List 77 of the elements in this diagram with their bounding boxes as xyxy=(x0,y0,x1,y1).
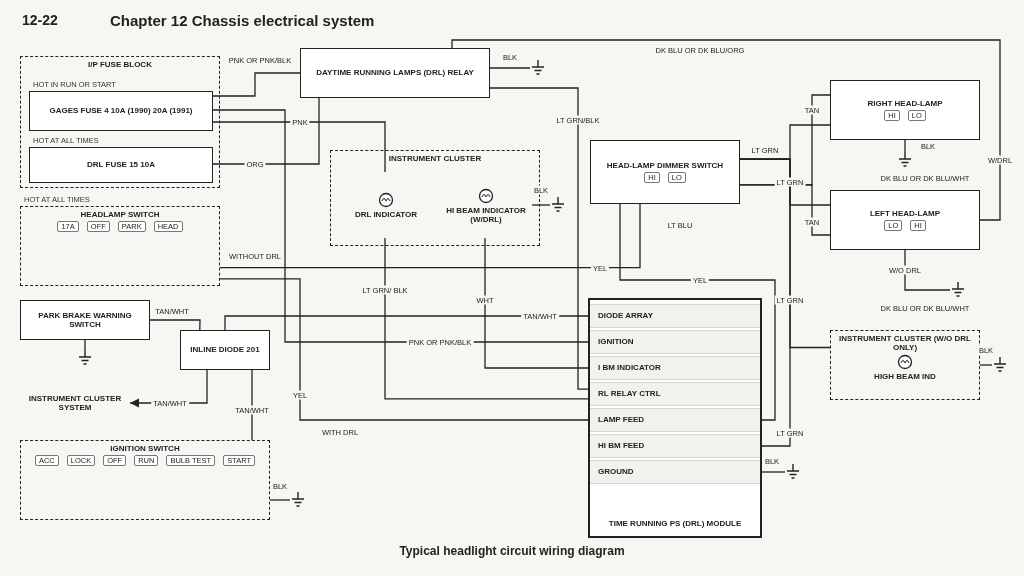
terminal-row xyxy=(590,356,760,380)
fuse xyxy=(29,91,213,131)
relay-box xyxy=(300,48,490,98)
wire xyxy=(149,319,201,331)
component-label: IGNITION SWITCH xyxy=(110,444,180,454)
wire xyxy=(451,39,1001,221)
wire xyxy=(224,315,591,331)
headlamp-box xyxy=(830,80,980,140)
component-label: RIGHT HEAD-LAMP xyxy=(867,98,943,109)
component-label: TIME RUNNING PS (DRL) MODULE xyxy=(608,518,742,528)
component-label: LEFT HEAD-LAMP xyxy=(869,208,941,219)
wire xyxy=(531,204,551,206)
terminal-row xyxy=(590,330,760,354)
component-label: PARK BRAKE WARNING SWITCH xyxy=(37,310,133,330)
page-title: Chapter 12 Chassis electrical system xyxy=(110,12,375,29)
component-label: DAYTIME RUNNING LAMPS (DRL) RELAY xyxy=(316,68,474,78)
pin-label: DIODE ARRAY xyxy=(598,311,653,321)
fuse-block-outline xyxy=(20,56,220,188)
wire xyxy=(489,67,531,69)
component-label: DRL FUSE 15 10A xyxy=(87,160,155,170)
ground-symbol xyxy=(950,282,966,298)
component-label: HEADLAMP SWITCH xyxy=(80,210,160,220)
terminal-row xyxy=(590,304,760,328)
component-label: INSTRUMENT CLUSTER (W/O DRL ONLY) xyxy=(838,334,972,353)
ground-symbol xyxy=(77,350,93,366)
wire xyxy=(269,499,291,501)
wire xyxy=(219,278,591,421)
terminal-row xyxy=(590,382,760,406)
ground-symbol xyxy=(550,197,566,213)
terminal-row xyxy=(590,460,760,484)
wire xyxy=(904,139,906,153)
switch-box xyxy=(590,140,740,204)
component-label: INLINE DIODE 201 xyxy=(190,345,260,355)
switch-outline xyxy=(20,206,220,286)
component-label: DRL INDICATOR xyxy=(354,210,418,220)
component-label: INSTRUMENT CLUSTER xyxy=(388,154,482,164)
fuse xyxy=(29,147,213,183)
cluster-outline xyxy=(830,330,980,400)
ground-symbol xyxy=(530,60,546,76)
ground-symbol xyxy=(992,357,1008,373)
component-label: HI BEAM INDICATOR (W/DRL) xyxy=(445,205,527,225)
wire xyxy=(211,121,386,173)
component-label: I/P FUSE BLOCK xyxy=(88,60,152,70)
pin-label: HI BM FEED xyxy=(598,441,645,451)
diode-box xyxy=(180,330,270,370)
ground-symbol xyxy=(785,464,801,480)
pin-label: LAMP FEED xyxy=(598,415,645,425)
wire xyxy=(619,203,776,421)
headlamp-box xyxy=(830,190,980,250)
wire xyxy=(979,364,993,366)
wire xyxy=(211,97,320,165)
pin-label: IGNITION xyxy=(598,337,634,347)
pin-label: I BM INDICATOR xyxy=(598,363,661,373)
wire xyxy=(904,249,951,291)
pin-label: RL RELAY CTRL xyxy=(598,389,661,399)
wire xyxy=(211,72,301,97)
component-label: HEAD-LAMP DIMMER SWITCH xyxy=(606,160,724,171)
wire xyxy=(489,87,591,390)
wire xyxy=(484,237,591,369)
switch-outline xyxy=(20,440,270,520)
terminal-row xyxy=(590,434,760,458)
ground-symbol xyxy=(897,152,913,168)
ground-symbol xyxy=(290,492,306,508)
wire xyxy=(739,158,791,447)
component-label: GAGES FUSE 4 10A (1990) 20A (1991) xyxy=(49,106,193,116)
component-label: INSTRUMENT CLUSTER SYSTEM xyxy=(27,393,123,413)
wire xyxy=(384,237,591,400)
component-label: HIGH BEAM IND xyxy=(874,372,936,382)
wire xyxy=(84,339,86,351)
module-box xyxy=(590,300,760,536)
switch-box xyxy=(20,300,150,340)
caption: Typical headlight circuit wiring diagram xyxy=(399,544,625,558)
wire xyxy=(759,471,786,473)
terminal-row xyxy=(590,408,760,432)
wire xyxy=(219,203,641,269)
wire xyxy=(251,369,253,441)
pin-label: GROUND xyxy=(598,467,634,477)
